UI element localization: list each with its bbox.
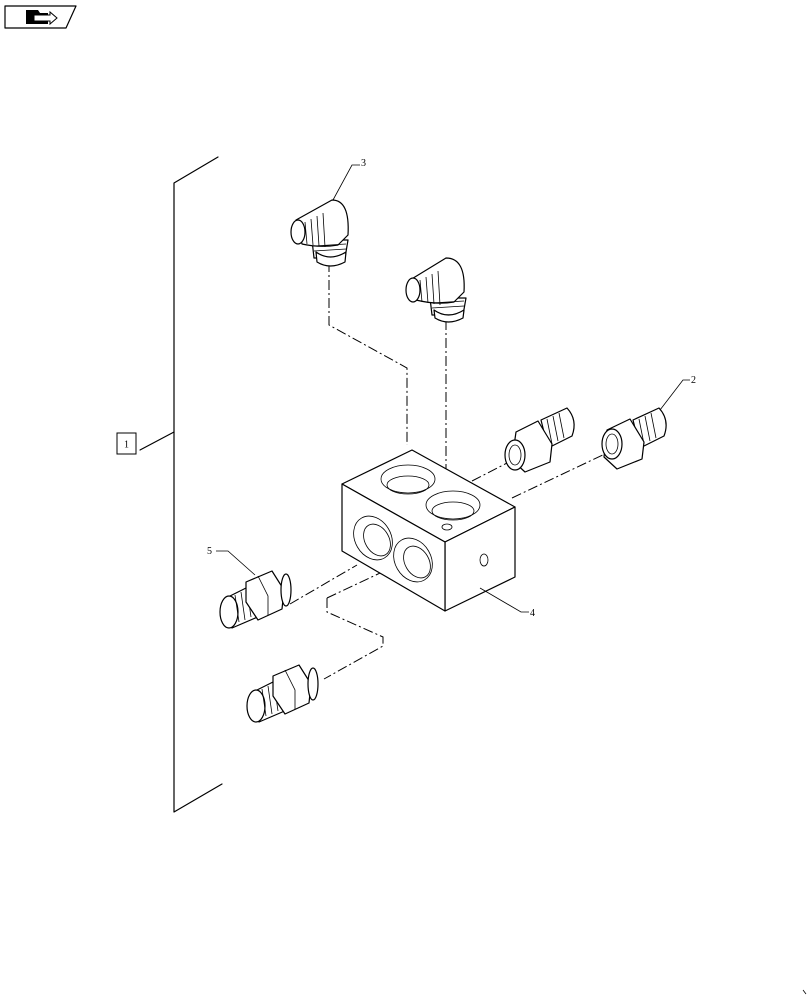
callout-2-label: 2: [691, 375, 696, 386]
callout-2: 2: [659, 375, 696, 411]
callout-5: 5: [207, 546, 256, 576]
corner-mark: [802, 989, 807, 995]
adapter-fitting-outer: [601, 407, 667, 470]
elbow-fitting-lower: [405, 257, 467, 323]
callout-1-label: 1: [124, 440, 129, 451]
callout-3-label: 3: [361, 158, 366, 169]
callout-3: 3: [332, 158, 366, 201]
folder-arrow-icon: [26, 10, 58, 26]
nav-tab-button[interactable]: [4, 5, 77, 29]
manifold-block: [341, 449, 516, 612]
callout-4: 4: [479, 587, 535, 619]
straight-fitting-upper: [219, 570, 292, 629]
callout-5-label: 5: [207, 546, 212, 557]
callout-4-label: 4: [530, 608, 535, 619]
straight-fitting-lower: [246, 664, 319, 723]
adapter-fitting-inner: [504, 407, 575, 473]
assembly-bracket: [139, 156, 223, 813]
elbow-fitting-upper: [290, 199, 349, 267]
callout-1: 1: [116, 432, 137, 455]
